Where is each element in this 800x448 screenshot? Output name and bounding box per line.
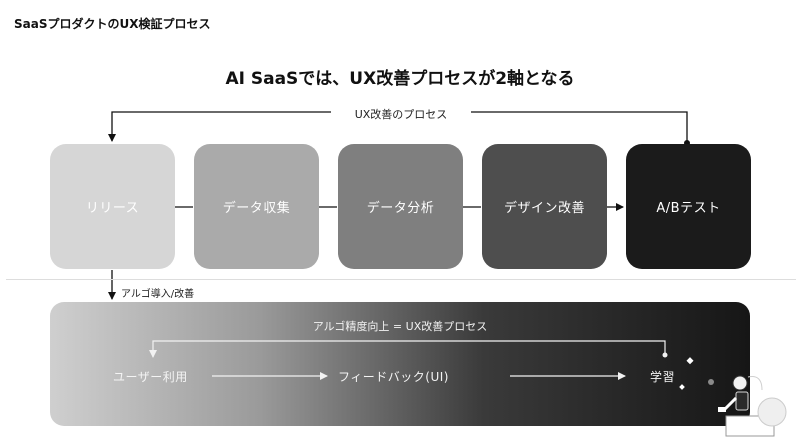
step-design-improvement: デザイン改善 (482, 144, 607, 269)
flow-feedback-ui: フィードバック(UI) (338, 370, 449, 384)
flow-learning: 学習 (650, 370, 676, 384)
panel-title: アルゴ精度向上 = UX改善プロセス (312, 320, 488, 333)
main-title: AI SaaSでは、UX改善プロセスが2軸となる (225, 69, 575, 89)
flow-user-usage: ユーザー利用 (113, 370, 188, 384)
section-divider (6, 279, 796, 280)
algo-panel (50, 302, 750, 426)
step-data-analysis: データ分析 (338, 144, 463, 269)
loop-label: UX改善のプロセス (331, 106, 471, 122)
step-release: リリース (50, 144, 175, 269)
step-ab-test: A/Bテスト (626, 144, 751, 269)
panel-loop-dot (662, 352, 668, 358)
algo-label: アルゴ導入/改善 (121, 289, 195, 300)
step-data-collection: データ収集 (194, 144, 319, 269)
page-label: SaaSプロダクトのUX検証プロセス (14, 17, 211, 31)
panel-loop-connector (149, 340, 666, 358)
robot-illustration-icon (679, 357, 787, 437)
